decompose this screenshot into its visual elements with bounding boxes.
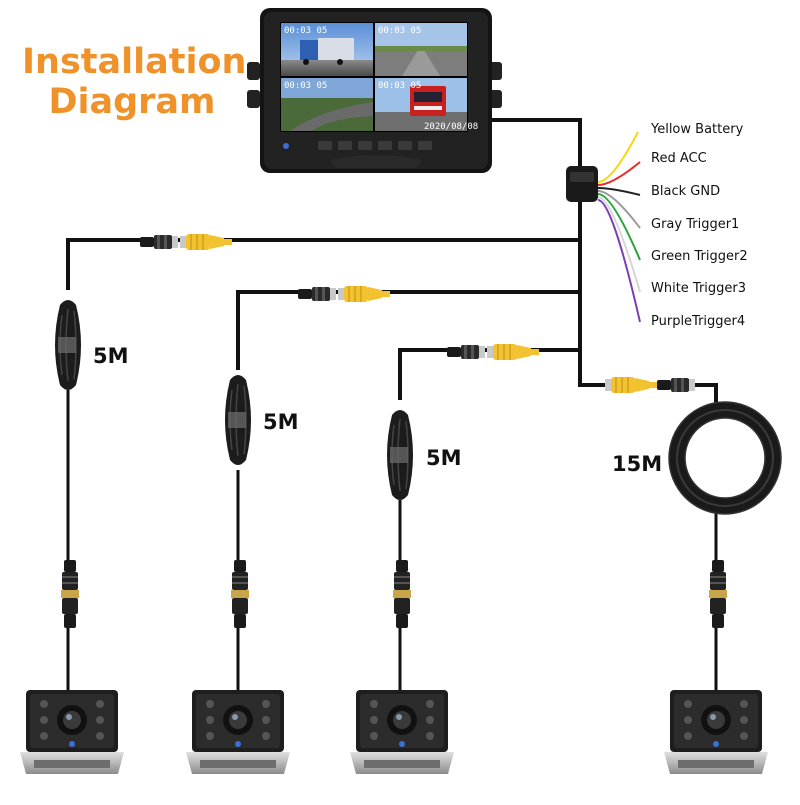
- title-line-2: Diagram: [48, 82, 216, 122]
- quad-1-time: 00:03 05: [284, 26, 327, 36]
- power-wire-0: [597, 131, 639, 183]
- cable-length-label-3: 5M: [426, 446, 462, 470]
- monitor-date: 2020/08/08: [424, 122, 478, 132]
- wire-label-gray: Gray Trigger1: [651, 217, 740, 232]
- cable-length-label-1: 5M: [93, 344, 129, 368]
- monitor: 00:03 05 00:03 05 00:03 05 00:03 05 2020…: [247, 8, 502, 173]
- camera-3: [350, 690, 454, 774]
- wire-label-yellow: Yellow Battery: [651, 122, 744, 137]
- power-wire-4: [597, 193, 641, 261]
- camera-2: [186, 690, 290, 774]
- branch-connectors: [140, 234, 695, 393]
- quad-2-time: 00:03 05: [378, 26, 421, 36]
- camera-1: [20, 690, 124, 774]
- power-wires: [597, 131, 641, 323]
- quad-4-time: 00:03 05: [378, 81, 421, 91]
- cable-length-label-2: 5M: [263, 410, 299, 434]
- camera-4: [664, 690, 768, 774]
- power-wire-1: [597, 161, 641, 186]
- wire-label-black: Black GND: [651, 184, 721, 199]
- camera-connectors: [61, 560, 727, 628]
- power-wire-2: [597, 187, 641, 196]
- wire-label-red: Red ACC: [651, 151, 707, 166]
- wire-label-purple: PurpleTrigger4: [651, 314, 746, 329]
- coil-15m: [668, 401, 782, 515]
- quad-3-time: 00:03 05: [284, 81, 327, 91]
- wire-label-green: Green Trigger2: [651, 249, 748, 264]
- cable-length-label-4: 15M: [612, 452, 663, 476]
- title-line-1: Installation: [22, 42, 247, 82]
- power-wire-6: [597, 199, 641, 323]
- power-harness: [566, 166, 598, 202]
- monitor-buttons: [283, 141, 432, 150]
- cable-coils: [54, 299, 414, 501]
- power-wire-3: [597, 190, 641, 229]
- page-title: Installation Diagram: [22, 42, 247, 122]
- power-wire-5: [597, 196, 641, 293]
- monitor-screen: 00:03 05 00:03 05 00:03 05 00:03 05 2020…: [280, 22, 478, 132]
- wire-label-white: White Trigger3: [651, 281, 747, 296]
